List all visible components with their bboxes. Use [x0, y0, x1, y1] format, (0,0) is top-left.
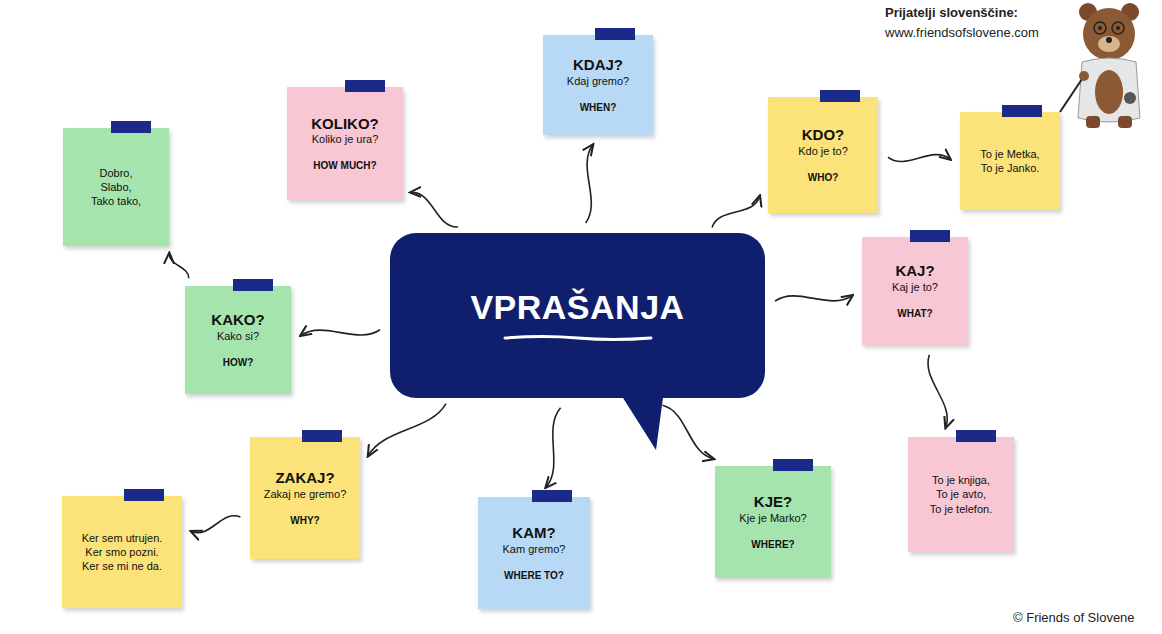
answer-text: Ker smo pozni. [85, 545, 158, 559]
tape-strip [111, 121, 151, 133]
answer-text: Tako tako, [91, 194, 141, 208]
arrow-connector [712, 196, 760, 227]
arrow-connector [169, 254, 188, 278]
tape-strip [820, 90, 860, 102]
english-translation: WHERE TO? [504, 570, 564, 582]
question-note: KOLIKO?Koliko je ura? HOW MUCH? [287, 87, 403, 200]
answer-text: To je Metka, [980, 147, 1039, 161]
arrow-connector [928, 355, 947, 427]
question-note: ZAKAJ? Zakaj ne gremo? WHY? [250, 437, 360, 559]
tape-strip [124, 489, 164, 501]
question-word: KAM? [512, 524, 555, 541]
question-note: KAJ? Kaj je to? WHAT? [862, 237, 968, 345]
tape-strip [595, 28, 635, 40]
arrow-connector [546, 408, 561, 487]
answer-text: Ker se mi ne da. [82, 559, 162, 573]
english-translation: HOW MUCH? [313, 160, 376, 172]
english-translation: WHO? [808, 172, 839, 184]
english-translation: WHERE? [751, 539, 794, 551]
arrow-connector [662, 405, 713, 458]
question-word: ZAKAJ? [275, 469, 334, 486]
answer-note: To je Metka,To je Janko. [960, 112, 1060, 210]
example-question: Kdaj gremo? [567, 75, 629, 88]
arrow-connector [301, 330, 380, 336]
tape-strip [233, 279, 273, 291]
arrow-connector [586, 145, 593, 223]
site-url: www.friendsofslovene.com [885, 25, 1039, 40]
answer-text: To je telefon. [930, 502, 992, 516]
question-note: KAKO? Kako si? HOW? [185, 286, 291, 394]
tape-strip [910, 230, 950, 242]
title-text: VPRAŠANJA [470, 288, 684, 327]
tape-strip [532, 490, 572, 502]
example-question: Kako si? [217, 330, 259, 343]
question-word: KOLIKO? [311, 115, 379, 132]
english-translation: WHAT? [897, 308, 932, 320]
answer-text: Ker sem utrujen. [82, 531, 163, 545]
arrow-connector [192, 516, 241, 533]
arrow-connector [411, 192, 458, 227]
tape-strip [773, 459, 813, 471]
title-bubble: VPRAŠANJA [390, 233, 765, 398]
arrow-connector [775, 296, 852, 302]
copyright: © Friends of Slovene [1013, 610, 1135, 625]
answer-note: To je knjiga,To je avto,To je telefon. [908, 437, 1014, 552]
tape-strip [1002, 105, 1042, 117]
answer-text: To je knjiga, [932, 473, 990, 487]
question-word: KAKO? [211, 311, 264, 328]
answer-note: Ker sem utrujen.Ker smo pozni.Ker se mi … [62, 496, 182, 608]
answer-text: Dobro, [99, 166, 132, 180]
bear-illustration [1060, 3, 1140, 128]
tape-strip [302, 430, 342, 442]
underline-stroke [503, 333, 653, 343]
example-question: Zakaj ne gremo? [264, 488, 347, 501]
tape-strip [345, 80, 385, 92]
example-question: Kje je Marko? [739, 512, 806, 525]
answer-text: Slabo, [100, 180, 131, 194]
question-note: KDAJ? Kdaj gremo? WHEN? [543, 35, 653, 135]
arrow-connector [888, 155, 950, 162]
question-word: KJE? [754, 493, 792, 510]
english-translation: WHEN? [580, 102, 617, 114]
answer-text: To je Janko. [981, 161, 1040, 175]
example-question: Kam gremo? [503, 543, 566, 556]
question-note: KJE? Kje je Marko? WHERE? [715, 466, 831, 578]
example-question: Kdo je to? [798, 145, 848, 158]
site-title: Prijatelji slovenščine: [885, 5, 1018, 20]
question-note: KAM? Kam gremo? WHERE TO? [478, 497, 590, 609]
answer-text: To je avto, [936, 487, 986, 501]
english-translation: HOW? [223, 357, 254, 369]
example-question: Kaj je to? [892, 281, 938, 294]
answer-note: Dobro,Slabo,Tako tako, [63, 128, 169, 246]
question-word: KDO? [802, 126, 845, 143]
example-question: Koliko je ura? [312, 133, 379, 146]
question-word: KAJ? [895, 262, 934, 279]
question-word: KDAJ? [573, 56, 623, 73]
english-translation: WHY? [290, 515, 319, 527]
tape-strip [956, 430, 996, 442]
question-note: KDO? Kdo je to? WHO? [768, 97, 878, 213]
bubble-tail [618, 390, 664, 450]
arrow-connector [368, 404, 446, 456]
